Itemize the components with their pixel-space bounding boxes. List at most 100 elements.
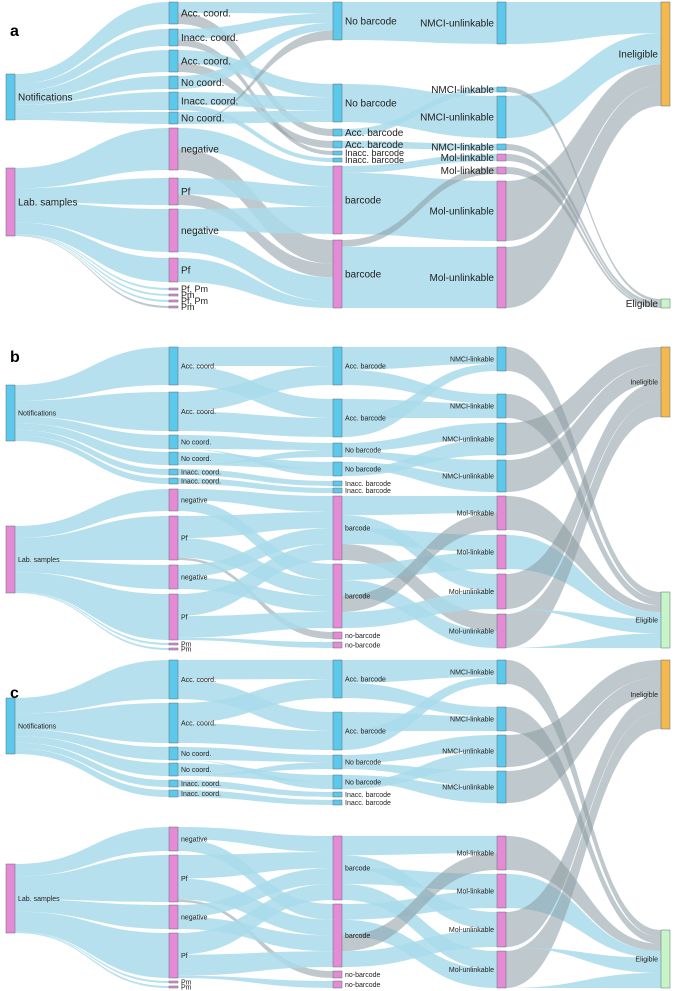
node-lab: [5, 167, 16, 237]
sankey-link: [506, 347, 661, 455]
node-label: no-barcode: [345, 982, 381, 989]
node-label: negative: [181, 914, 208, 921]
sankey-link: [506, 87, 661, 302]
sankey-link: [506, 836, 661, 951]
node-b6: [332, 799, 343, 806]
node-label: Pf: [181, 266, 191, 277]
node-lab: [5, 525, 16, 594]
sankey-link: [15, 29, 169, 92]
node-label: Acc. barcode: [345, 363, 386, 370]
sankey-link: [15, 234, 169, 296]
node-b3: [332, 754, 343, 770]
sankey-link: [506, 947, 661, 973]
sankey-link: [15, 703, 169, 743]
node-label: Ineligible: [619, 50, 659, 61]
sankey-link: [506, 660, 661, 767]
node-label: NMCI-unlinkable: [442, 784, 494, 791]
node-label: Inacc. barcode: [345, 148, 404, 158]
node-label: Inacc. coord.: [181, 478, 221, 485]
panel-links: [15, 660, 661, 988]
sankey-link: [178, 884, 333, 955]
sankey-link: [342, 751, 497, 789]
sankey-link: [178, 512, 333, 538]
node-c8: [168, 177, 179, 206]
sankey-link: [506, 496, 661, 613]
node-label: No barcode: [345, 99, 397, 110]
node-label: Mol-unlinkable: [449, 589, 494, 596]
node-label: Mol-unlinkable: [430, 207, 495, 218]
sankey-link: [342, 676, 497, 750]
sankey-link: [178, 790, 333, 805]
node-c14: [168, 305, 179, 309]
sankey-link: [15, 592, 169, 650]
sankey-link: [15, 178, 169, 205]
sankey-link: [15, 50, 169, 101]
sankey-link: [178, 478, 333, 493]
node-b4: [332, 461, 343, 477]
node-c13: [168, 299, 179, 303]
node-b3: [332, 128, 343, 137]
sankey-link: [178, 612, 333, 638]
sankey-link: [15, 92, 169, 114]
node-label: Mol-linkable: [457, 888, 494, 895]
node-b1: [332, 346, 343, 386]
sankey-link: [178, 347, 333, 366]
node-label: Mol-unlinkable: [449, 927, 494, 934]
node-label: Acc. barcode: [345, 140, 404, 151]
node-c11: [168, 980, 179, 984]
sankey-link: [15, 429, 169, 475]
sankey-link: [342, 439, 497, 476]
node-label: barcode: [345, 865, 370, 872]
node-label: Acc. coord.: [181, 677, 216, 684]
node-l3: [496, 95, 507, 139]
node-label: negative: [181, 497, 208, 504]
node-notif: [5, 384, 16, 442]
sankey-link: [15, 931, 169, 983]
node-label: Eligible: [635, 617, 658, 624]
node-label: NMCI-unlinkable: [442, 436, 494, 443]
panel-links: [15, 2, 661, 308]
node-label: Lab. samples: [18, 557, 60, 564]
node-l2: [496, 706, 507, 732]
sankey-link: [342, 836, 497, 856]
sankey-link: [342, 369, 497, 404]
node-label: Mol-linkable: [441, 166, 495, 177]
sankey-link: [15, 591, 169, 645]
sankey-link: [342, 154, 497, 173]
node-label: barcode: [345, 525, 370, 532]
node-label: Mol-linkable: [457, 549, 494, 556]
sankey-link: [178, 178, 333, 207]
node-l3: [496, 734, 507, 768]
node-label: No barcode: [345, 759, 381, 766]
node-c1: [168, 659, 179, 700]
sankey-link: [178, 868, 333, 917]
sankey-link: [342, 363, 497, 437]
node-label: Inacc. coord.: [181, 33, 238, 44]
sankey-link: [342, 929, 497, 967]
sankey-link: [15, 899, 169, 929]
node-label: no-barcode: [345, 633, 381, 640]
node-b6: [332, 487, 343, 494]
node-label: Pf: [181, 614, 188, 621]
sankey-link: [506, 2, 661, 44]
node-label: Inacc. coord.: [181, 791, 221, 798]
node-b7: [332, 835, 343, 901]
sankey-link: [342, 246, 497, 308]
node-b5: [332, 791, 343, 798]
sankey-link: [15, 560, 169, 589]
sankey-link: [178, 852, 333, 879]
node-b8: [332, 903, 343, 968]
node-b8: [332, 563, 343, 629]
node-b7: [332, 165, 343, 235]
sankey-link: [178, 469, 333, 486]
sankey-link: [178, 2, 333, 14]
node-c5: [168, 779, 179, 788]
node-b4: [332, 774, 343, 790]
sankey-link: [178, 660, 333, 680]
sankey-link: [15, 572, 169, 640]
node-l2: [496, 86, 507, 93]
sankey-link: [15, 416, 169, 449]
node-c8: [168, 515, 179, 561]
node-c7: [168, 488, 179, 512]
